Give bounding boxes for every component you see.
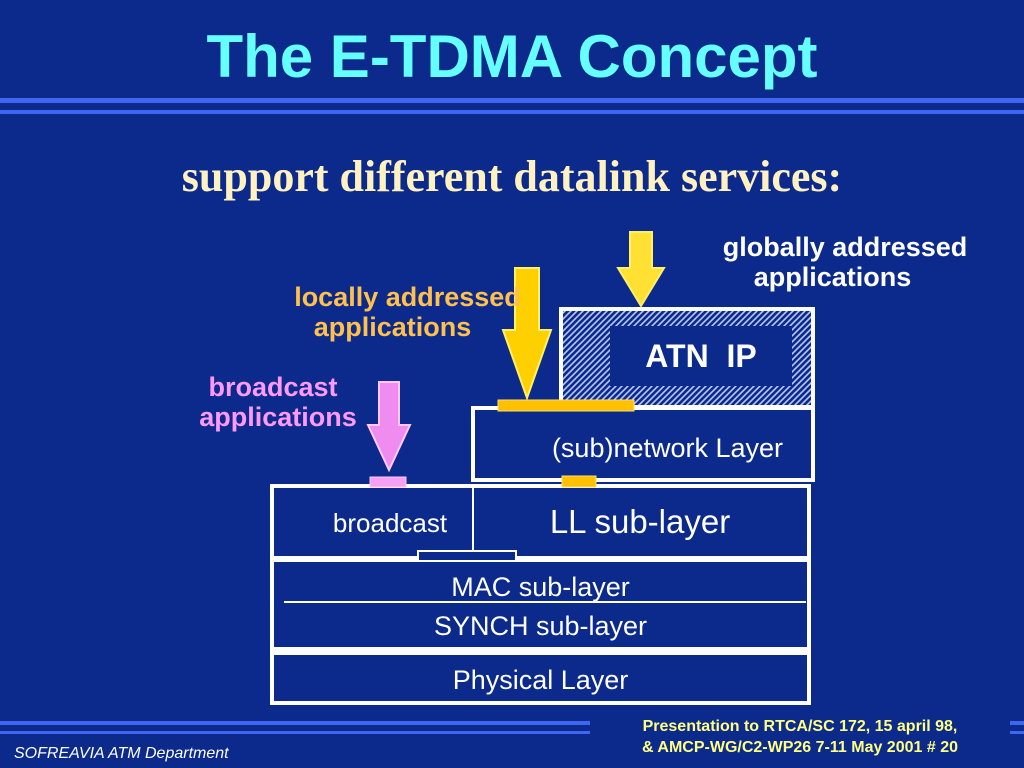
- atn-ip-label: ATN IP: [645, 338, 757, 374]
- local-apps-label-line1: locally addressed: [294, 282, 521, 312]
- footer-presentation-info: Presentation to RTCA/SC 172, 15 april 98…: [590, 716, 1010, 758]
- local-apps-label-line2: applications: [313, 312, 472, 342]
- atn-ip-inner-box: [610, 326, 792, 386]
- subnetwork-sap-bar: [561, 475, 597, 488]
- physical-layer-label: Physical Layer: [452, 665, 629, 695]
- synch-sublayer-label: SYNCH sub-layer: [433, 611, 648, 641]
- global-apps-label: globally addressed applications: [680, 232, 1010, 292]
- title-rule-top: [0, 98, 1024, 103]
- physical-box: [270, 651, 811, 705]
- footer-rule-top: [0, 721, 1024, 725]
- broadcast-layer-label: broadcast: [332, 508, 448, 538]
- global-apps-label-line2: applications: [753, 262, 912, 292]
- broadcast-apps-label: broadcast applications: [168, 372, 388, 432]
- title-rule-bottom: [0, 110, 1024, 114]
- subnetwork-layer-label: (sub)network Layer: [551, 433, 784, 463]
- broadcast-apps-label-line1: broadcast: [208, 372, 338, 402]
- global-apps-label-line1: globally addressed: [722, 232, 968, 262]
- broadcast-arrow-icon: [366, 381, 412, 473]
- footer-presentation-line2: & AMCP-WG/C2-WP26 7-11 May 2001 # 20: [590, 737, 1010, 758]
- mac-synch-box: [270, 558, 811, 651]
- local-apps-label: locally addressed applications: [250, 282, 565, 342]
- global-arrow-icon: [616, 231, 666, 308]
- mac-sublayer-label: MAC sub-layer: [451, 572, 630, 602]
- local-sap-bar: [497, 399, 635, 412]
- ll-mac-interface-bar: [417, 550, 517, 562]
- broadcast-apps-label-line2: applications: [199, 402, 357, 432]
- broadcast-sap-bar: [369, 476, 407, 488]
- ll-sublayer-label: LL sub-layer: [549, 503, 731, 540]
- local-arrow-icon: [501, 267, 553, 402]
- slide-title: The E-TDMA Concept: [206, 23, 818, 90]
- footer-rule-bottom: [0, 731, 1024, 734]
- footer-presentation-line1: Presentation to RTCA/SC 172, 15 april 98…: [590, 716, 1010, 737]
- ll-box: [270, 484, 811, 560]
- footer-department: SOFREAVIA ATM Department: [14, 745, 229, 762]
- subnetwork-box: [471, 406, 815, 482]
- slide-subtitle: support different datalink services:: [181, 152, 843, 201]
